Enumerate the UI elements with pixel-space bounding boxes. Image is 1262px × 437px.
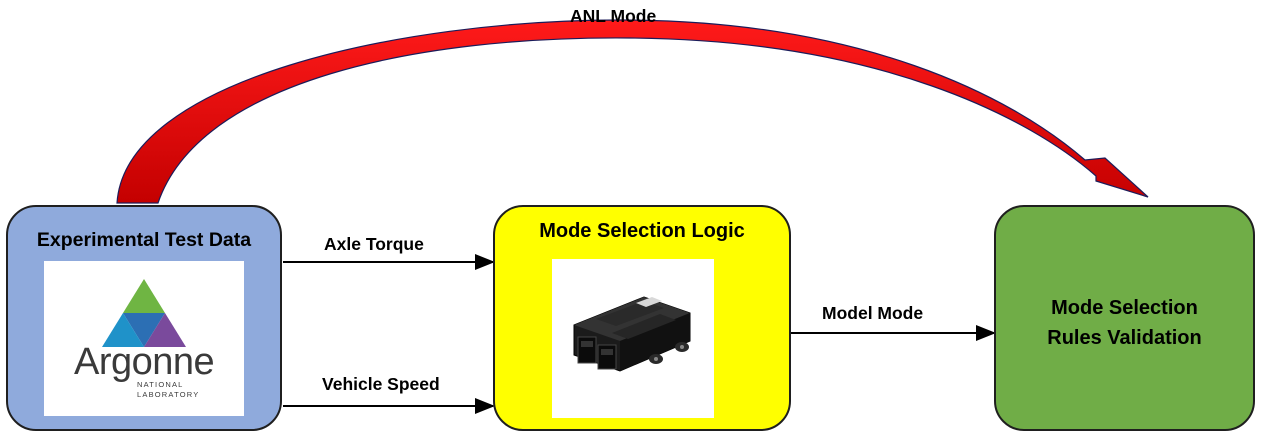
argonne-logo: Argonne NATIONAL LABORATORY [44,261,244,416]
axle-torque-label: Axle Torque [324,234,424,254]
argonne-wordmark: Argonne [74,341,215,383]
anl-mode-label: ANL Mode [570,6,657,26]
argonne-subtitle-line2: LABORATORY [137,390,200,399]
controller-image [552,259,714,418]
experimental-test-data-node: Experimental Test Data Argonne NATIONAL … [6,205,282,431]
vehicle-speed-label: Vehicle Speed [322,374,440,394]
controller-ecu-icon [573,296,691,372]
argonne-subtitle: NATIONAL LABORATORY [137,380,199,400]
mode-selection-logic-node: Mode Selection Logic [493,205,791,431]
experimental-test-data-title: Experimental Test Data [36,229,252,251]
arc-shape [116,19,1149,204]
model-mode-label: Model Mode [822,303,924,323]
argonne-subtitle-line1: NATIONAL [137,380,184,389]
mode-selection-logic-title: Mode Selection Logic [539,220,745,242]
validation-title-line2: Rules Validation [1047,327,1202,349]
validation-title-line1: Mode Selection [1051,297,1198,319]
mode-selection-rules-validation-node: Mode Selection Rules Validation [994,205,1255,431]
validation-title: Mode Selection Rules Validation [996,293,1253,353]
argonne-triangle-logo-icon [102,279,186,347]
